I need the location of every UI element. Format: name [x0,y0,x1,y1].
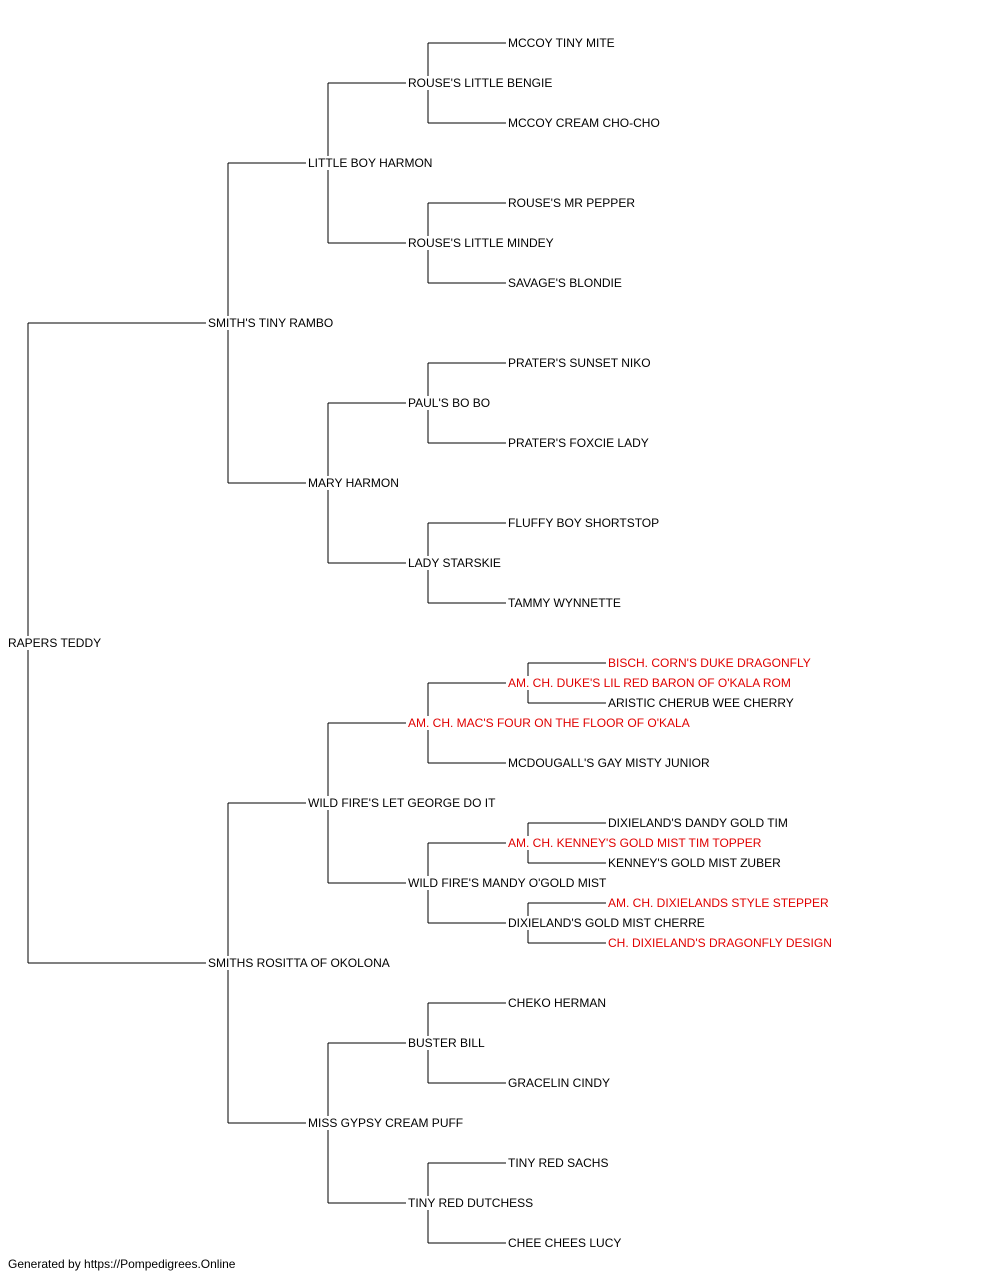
pedigree-name-gen3: TINY RED DUTCHESS [407,1196,535,1210]
pedigree-name-gen4: MCDOUGALL'S GAY MISTY JUNIOR [507,756,711,770]
pedigree-name-gen4: AM. CH. DUKE'S LIL RED BARON OF O'KALA R… [507,676,792,690]
pedigree-name-gen2: WILD FIRE'S LET GEORGE DO IT [307,796,497,810]
pedigree-name-gen5: ARISTIC CHERUB WEE CHERRY [607,696,795,710]
pedigree-name-gen4: MCCOY CREAM CHO-CHO [507,116,661,130]
pedigree-name-gen5: CH. DIXIELAND'S DRAGONFLY DESIGN [607,936,833,950]
pedigree-name-gen4: PRATER'S SUNSET NIKO [507,356,652,370]
pedigree-name-gen5: AM. CH. DIXIELANDS STYLE STEPPER [607,896,830,910]
pedigree-name-gen5: BISCH. CORN'S DUKE DRAGONFLY [607,656,812,670]
pedigree-name-gen3: ROUSE'S LITTLE BENGIE [407,76,554,90]
pedigree-name-gen4: TAMMY WYNNETTE [507,596,622,610]
pedigree-name-gen4: PRATER'S FOXCIE LADY [507,436,650,450]
pedigree-name-gen4: TINY RED SACHS [507,1156,610,1170]
pedigree-name-gen3: ROUSE'S LITTLE MINDEY [407,236,555,250]
pedigree-name-gen2: LITTLE BOY HARMON [307,156,434,170]
pedigree-name-gen1: SMITHS ROSITTA OF OKOLONA [207,956,391,970]
pedigree-name-gen2: MISS GYPSY CREAM PUFF [307,1116,465,1130]
pedigree-name-gen3: PAUL'S BO BO [407,396,492,410]
pedigree-name-gen4: AM. CH. KENNEY'S GOLD MIST TIM TOPPER [507,836,763,850]
pedigree-name-gen3: AM. CH. MAC'S FOUR ON THE FLOOR OF O'KAL… [407,716,691,730]
pedigree-name-gen5: DIXIELAND'S DANDY GOLD TIM [607,816,789,830]
pedigree-name-gen3: BUSTER BILL [407,1036,486,1050]
pedigree-name-gen4: CHEE CHEES LUCY [507,1236,623,1250]
pedigree-name-gen0: RAPERS TEDDY [7,636,103,650]
pedigree-name-gen4: FLUFFY BOY SHORTSTOP [507,516,661,530]
pedigree-name-gen4: SAVAGE'S BLONDIE [507,276,623,290]
pedigree-name-gen4: ROUSE'S MR PEPPER [507,196,636,210]
pedigree-name-gen3: LADY STARSKIE [407,556,502,570]
pedigree-name-gen4: GRACELIN CINDY [507,1076,612,1090]
pedigree-name-gen1: SMITH'S TINY RAMBO [207,316,335,330]
pedigree-name-gen3: WILD FIRE'S MANDY O'GOLD MIST [407,876,608,890]
pedigree-name-gen4: DIXIELAND'S GOLD MIST CHERRE [507,916,706,930]
generated-by-footer: Generated by https://Pompedigrees.Online [8,1257,236,1271]
pedigree-name-gen2: MARY HARMON [307,476,400,490]
pedigree-name-gen5: KENNEY'S GOLD MIST ZUBER [607,856,782,870]
pedigree-name-gen4: CHEKO HERMAN [507,996,608,1010]
pedigree-name-gen4: MCCOY TINY MITE [507,36,616,50]
